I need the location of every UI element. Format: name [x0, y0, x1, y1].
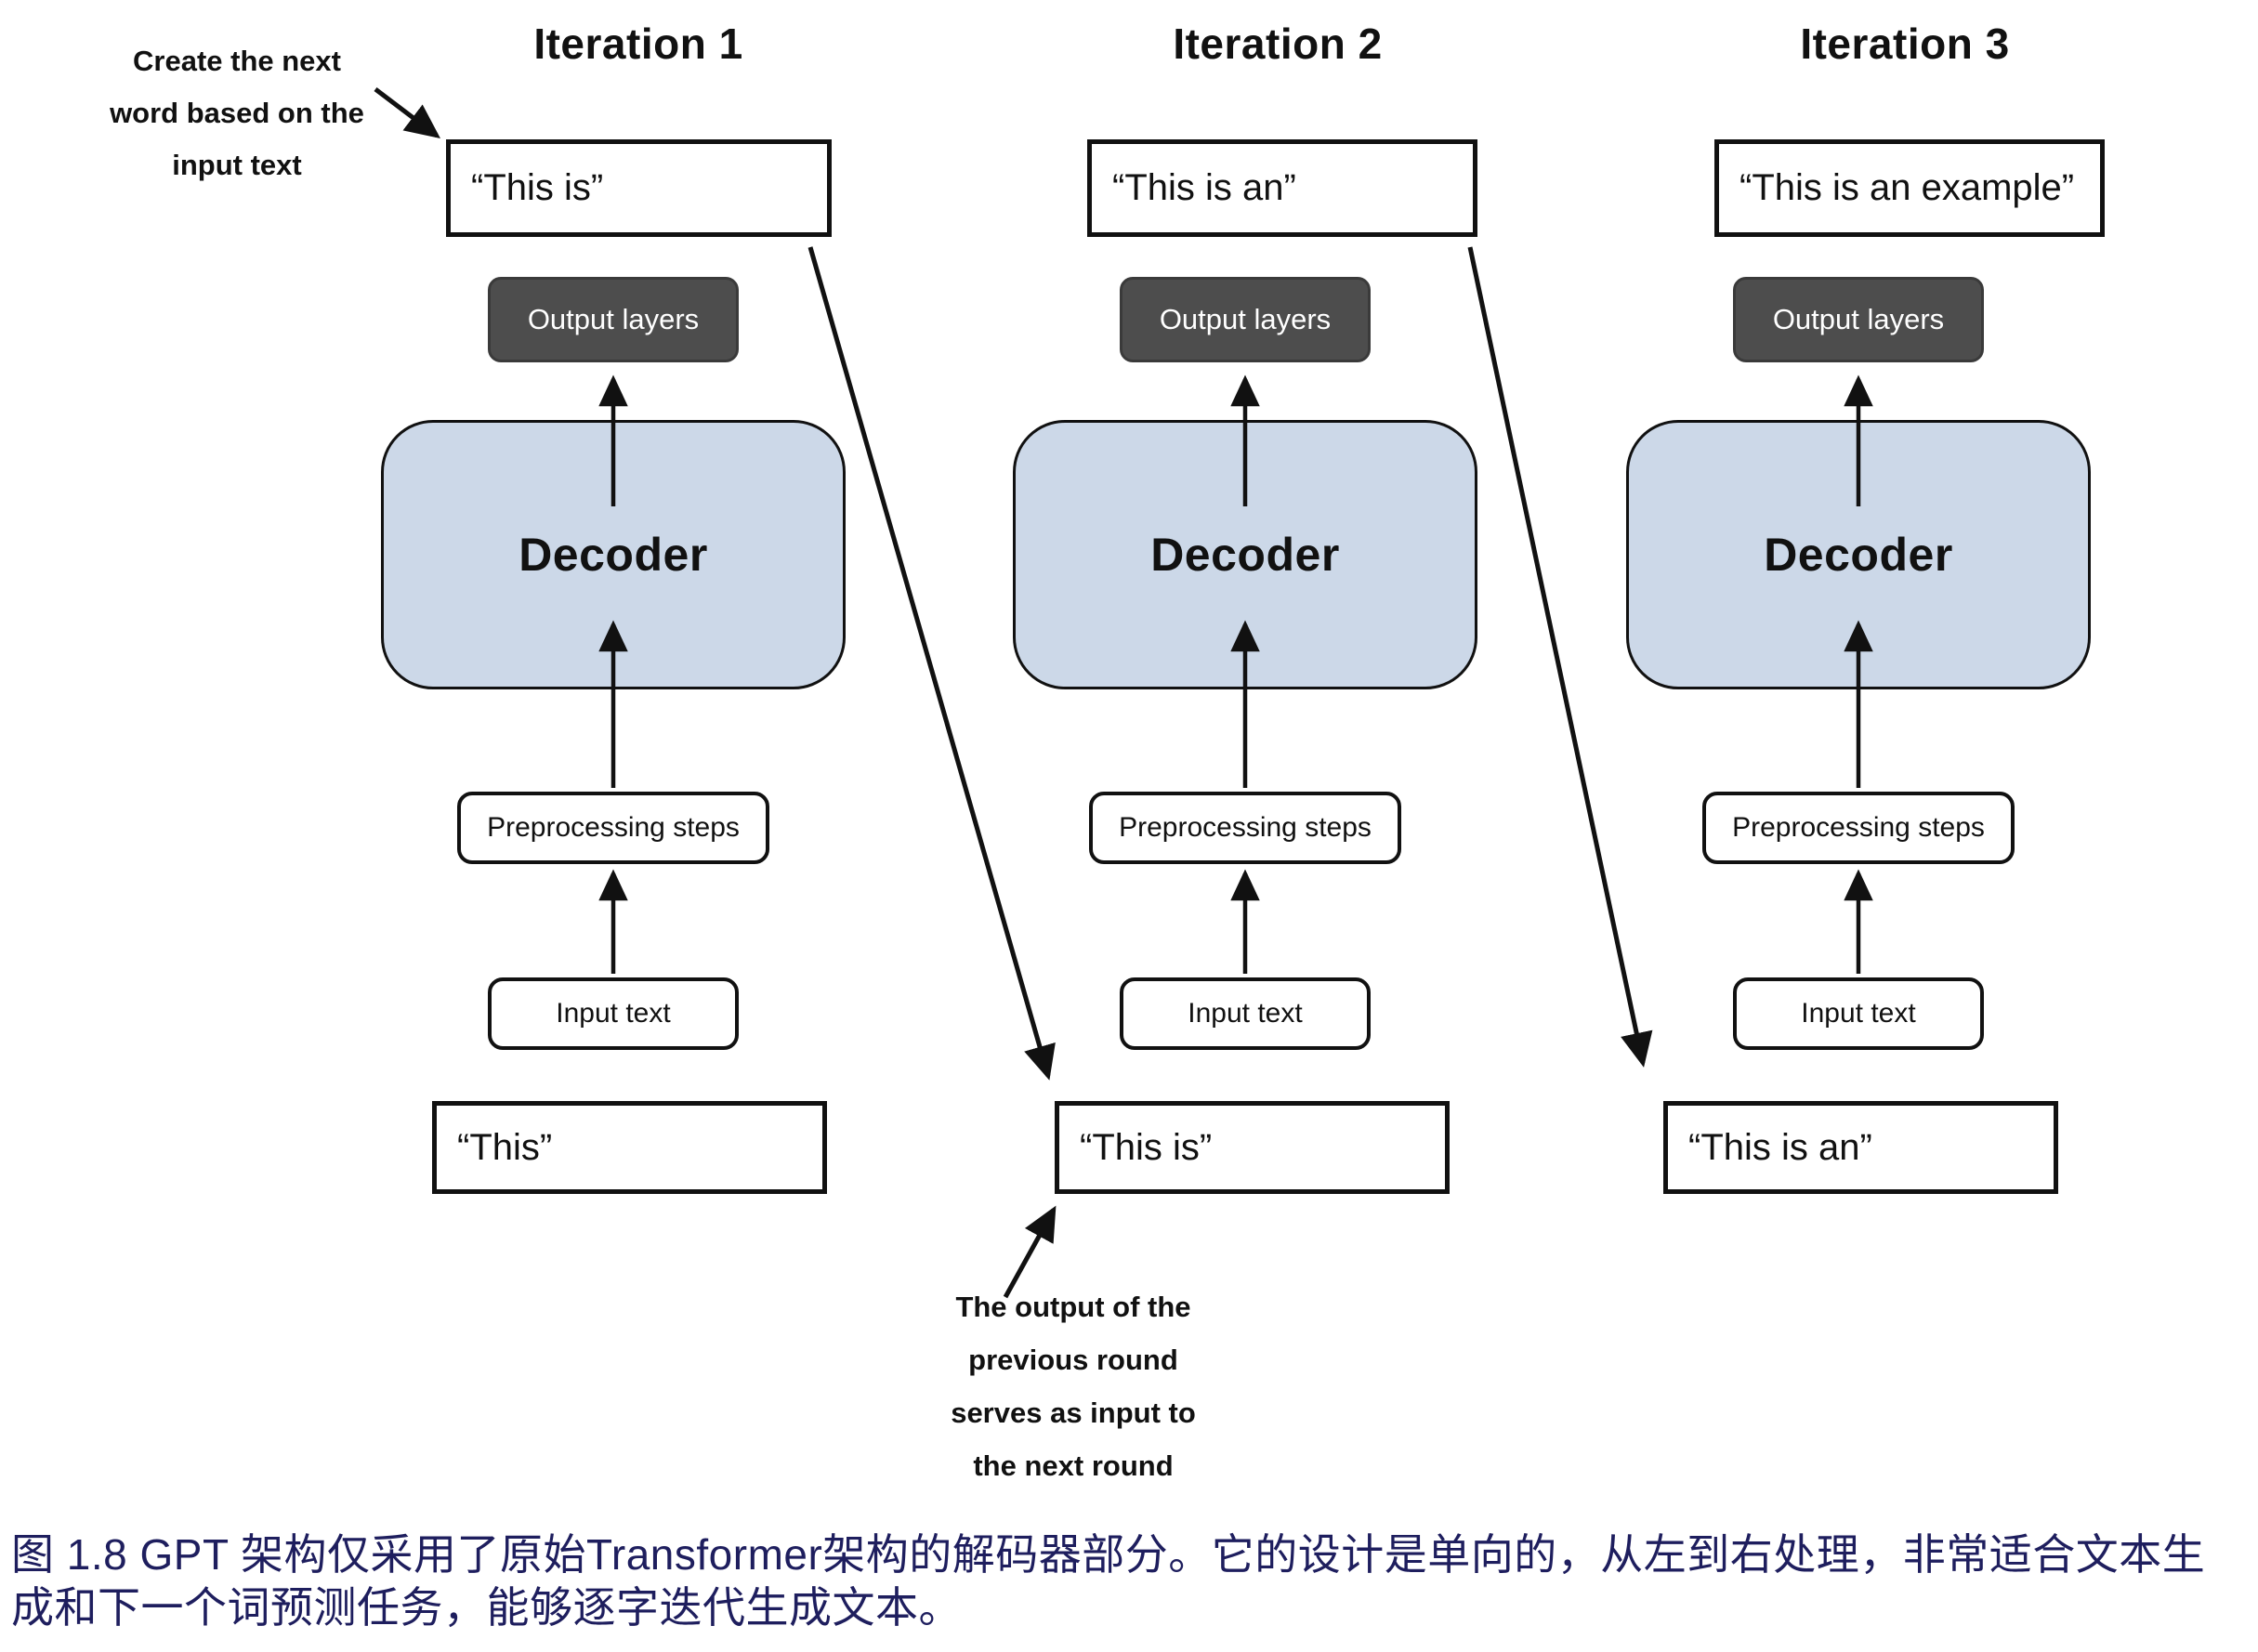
- preprocessing-label-1: Preprocessing steps: [487, 812, 740, 843]
- input-text-pill-1: Input text: [488, 977, 739, 1050]
- iteration-2-title: Iteration 2: [1173, 20, 1383, 68]
- input-text-label-2: Input text: [1188, 998, 1303, 1029]
- output-text-box-1: “This is”: [446, 139, 832, 237]
- input-text-label-3: Input text: [1801, 998, 1916, 1029]
- annotation-line: word based on the: [110, 97, 364, 129]
- iteration-1-title: Iteration 1: [533, 20, 743, 68]
- annotation-line: previous round: [968, 1344, 1178, 1376]
- annotation-line: serves as input to: [951, 1396, 1196, 1429]
- decoder-label-1: Decoder: [519, 529, 708, 581]
- output-layers-box-3: Output layers: [1733, 277, 1984, 362]
- output-text-box-3: “This is an example”: [1714, 139, 2105, 237]
- annotation-line: input text: [172, 149, 302, 181]
- preprocessing-label-3: Preprocessing steps: [1732, 812, 1985, 843]
- bottom-text-3: “This is an”: [1688, 1126, 1872, 1168]
- input-text-pill-2: Input text: [1120, 977, 1371, 1050]
- bottom-text-1: “This”: [457, 1126, 553, 1168]
- input-text-label-1: Input text: [556, 998, 671, 1029]
- arrow-output2-to-input3: [1467, 246, 1653, 1068]
- input-text-pill-3: Input text: [1733, 977, 1984, 1050]
- decoder-label-3: Decoder: [1764, 529, 1953, 581]
- annotation-previous-round: The output of the previous round serves …: [920, 1280, 1227, 1492]
- decoder-box-1: Decoder: [381, 420, 846, 689]
- figure-caption: 图 1.8 GPT 架构仅采用了原始Transformer架构的解码器部分。它的…: [11, 1530, 2206, 1632]
- bottom-text-box-1: “This”: [432, 1101, 827, 1194]
- arrow-output1-to-input2: [807, 246, 1056, 1081]
- preprocessing-box-1: Preprocessing steps: [457, 792, 769, 864]
- output-layers-label-3: Output layers: [1772, 303, 1945, 335]
- decoder-label-2: Decoder: [1150, 529, 1340, 581]
- preprocessing-box-3: Preprocessing steps: [1702, 792, 2015, 864]
- annotation-line: The output of the: [955, 1291, 1191, 1323]
- iteration-3-title: Iteration 3: [1800, 20, 2010, 68]
- bottom-text-2: “This is”: [1080, 1126, 1213, 1168]
- bottom-text-box-3: “This is an”: [1663, 1101, 2058, 1194]
- annotation-create-next-word: Create the next word based on the input …: [84, 35, 390, 191]
- preprocessing-label-2: Preprocessing steps: [1119, 812, 1372, 843]
- output-layers-box-2: Output layers: [1120, 277, 1371, 362]
- annotation-line: the next round: [973, 1449, 1174, 1482]
- output-text-2: “This is an”: [1112, 167, 1296, 208]
- bottom-text-box-2: “This is”: [1055, 1101, 1450, 1194]
- preprocessing-box-2: Preprocessing steps: [1089, 792, 1401, 864]
- annotation-line: Create the next: [133, 45, 341, 77]
- output-text-1: “This is”: [471, 167, 604, 208]
- decoder-box-2: Decoder: [1013, 420, 1477, 689]
- output-layers-label-1: Output layers: [527, 303, 700, 335]
- output-text-3: “This is an example”: [1739, 167, 2075, 208]
- output-layers-label-2: Output layers: [1159, 303, 1332, 335]
- decoder-box-3: Decoder: [1626, 420, 2091, 689]
- output-layers-box-1: Output layers: [488, 277, 739, 362]
- output-text-box-2: “This is an”: [1087, 139, 1477, 237]
